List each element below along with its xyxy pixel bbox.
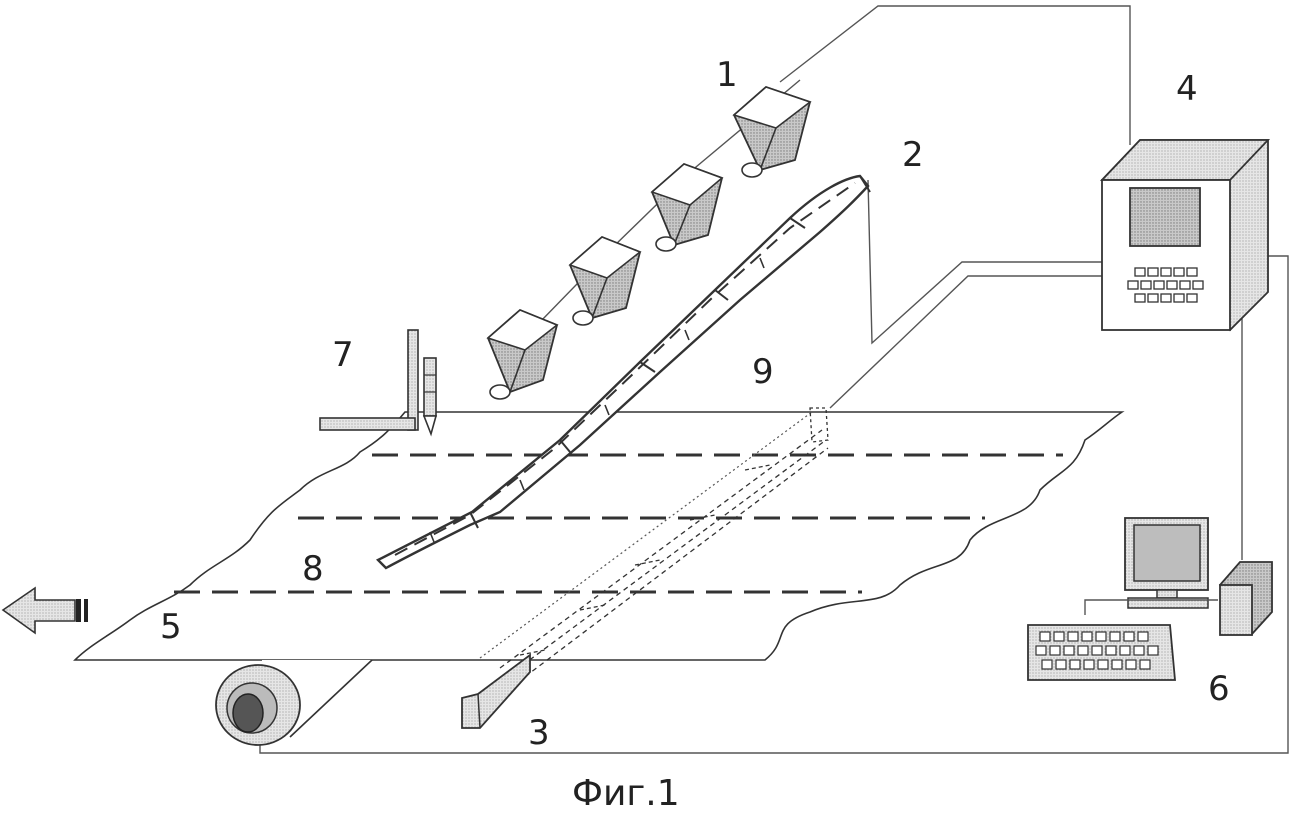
wire-cameras-controller xyxy=(780,6,1130,145)
camera-3 xyxy=(652,164,722,251)
direction-arrow-icon xyxy=(3,588,88,633)
label-controller: 4 xyxy=(1176,72,1198,106)
roll-core xyxy=(233,694,263,732)
system-unit xyxy=(1220,562,1272,635)
camera-1 xyxy=(488,310,557,399)
controller xyxy=(1102,140,1268,330)
label-sheet: 5 xyxy=(160,610,182,644)
sheet-surface xyxy=(75,412,1122,660)
figure-caption: Фиг.1 xyxy=(572,776,680,812)
label-cameras: 1 xyxy=(716,58,738,92)
controller-screen xyxy=(1130,188,1200,246)
keyboard-icon xyxy=(1028,625,1175,680)
label-light-source: 2 xyxy=(902,138,924,172)
label-lower-unit: 3 xyxy=(528,716,550,750)
label-cut-line: 8 xyxy=(302,552,324,586)
marker-pen xyxy=(424,358,436,416)
computer xyxy=(1028,518,1272,680)
camera-2 xyxy=(570,237,640,325)
monitor-screen xyxy=(1134,525,1200,581)
wire-light-controller xyxy=(868,180,1105,343)
label-computer: 6 xyxy=(1208,672,1230,706)
sheet xyxy=(75,412,1122,660)
label-scan-zone: 9 xyxy=(752,355,774,389)
camera-4 xyxy=(734,87,810,177)
label-marker: 7 xyxy=(332,338,354,372)
lower-unit-end xyxy=(462,655,530,728)
roll xyxy=(216,660,372,745)
